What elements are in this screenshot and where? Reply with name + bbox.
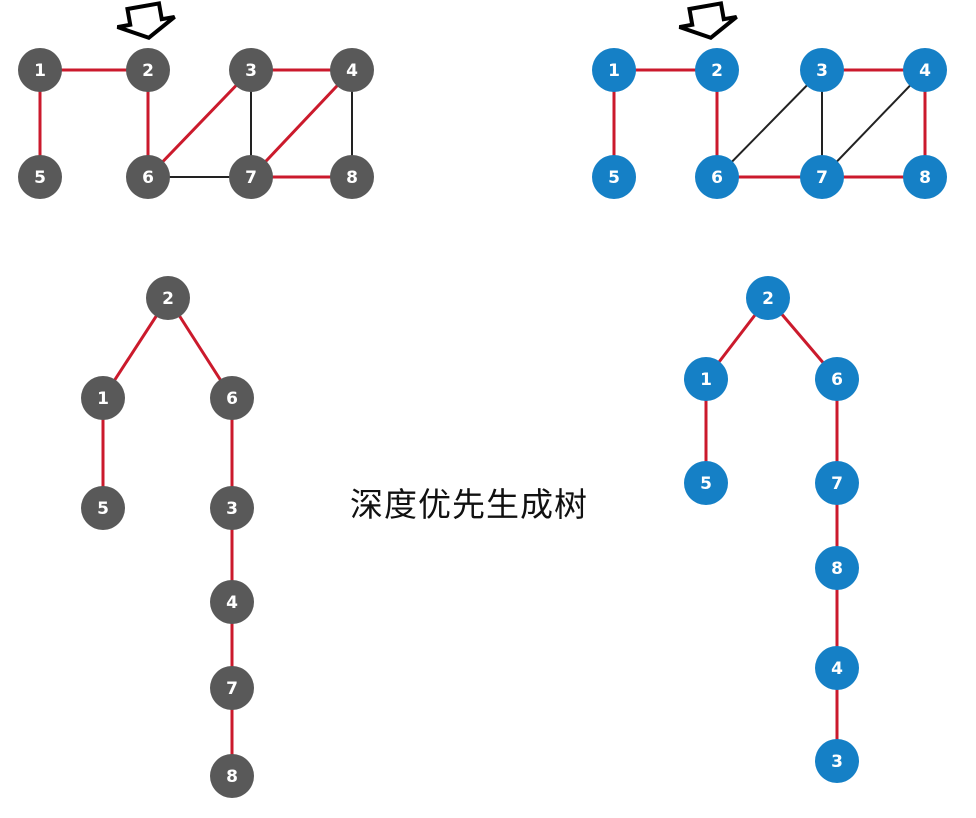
original-graph-gray-node-label-1: 1 <box>34 61 46 81</box>
dfs-tree-blue-node-label-3: 3 <box>831 752 843 772</box>
dfs-tree-blue-node-8 <box>815 546 859 590</box>
figure-title: 深度优先生成树 <box>350 485 588 524</box>
original-graph-gray: 1 2 3 4 5 6 7 8 <box>18 48 374 199</box>
dfs-tree-blue-node-label-6: 6 <box>831 370 843 390</box>
original-graph-blue-node-4 <box>903 48 947 92</box>
dfs-tree-blue-node-3 <box>815 739 859 783</box>
dfs-tree-gray-node-label-5: 5 <box>97 499 109 519</box>
dfs-tree-blue-node-5 <box>684 461 728 505</box>
dfs-tree-gray-node-5 <box>81 486 125 530</box>
dfs-tree-blue-node-7 <box>815 461 859 505</box>
dfs-tree-gray-node-6 <box>210 376 254 420</box>
dfs-tree-gray-node-2 <box>146 276 190 320</box>
dfs-tree-blue-node-2 <box>746 276 790 320</box>
original-graph-gray-node-label-7: 7 <box>245 168 257 188</box>
original-graph-gray-node-8 <box>330 155 374 199</box>
original-graph-blue-edge-3-6 <box>716 69 823 178</box>
original-graph-blue-node-label-3: 3 <box>816 61 828 81</box>
original-graph-gray-node-7 <box>229 155 273 199</box>
start-node-arrow-left <box>116 1 176 41</box>
dfs-tree-blue-node-1 <box>684 357 728 401</box>
dfs-tree-blue-node-label-5: 5 <box>700 474 712 494</box>
original-graph-blue-node-label-4: 4 <box>919 61 931 81</box>
dfs-tree-gray-node-label-6: 6 <box>226 389 238 409</box>
dfs-tree-gray: 2 1 6 5 3 4 7 8 <box>81 276 254 798</box>
dfs-tree-gray-node-label-2: 2 <box>162 289 174 309</box>
dfs-tree-blue-node-4 <box>815 646 859 690</box>
original-graph-gray-node-label-8: 8 <box>346 168 358 188</box>
original-graph-gray-node-label-3: 3 <box>245 61 257 81</box>
original-graph-blue-node-label-5: 5 <box>608 168 620 188</box>
original-graph-blue-node-7 <box>800 155 844 199</box>
dfs-tree-gray-node-7 <box>210 666 254 710</box>
original-graph-gray-node-1 <box>18 48 62 92</box>
dfs-tree-blue-node-label-7: 7 <box>831 474 843 494</box>
original-graph-gray-edge-3-6 <box>146 68 253 179</box>
dfs-tree-gray-node-label-4: 4 <box>226 593 238 613</box>
dfs-tree-gray-node-label-3: 3 <box>226 499 238 519</box>
dfs-tree-gray-node-3 <box>210 486 254 530</box>
original-graph-blue-node-label-1: 1 <box>608 61 620 81</box>
dfs-tree-blue-node-label-4: 4 <box>831 659 843 679</box>
original-graph-blue-node-label-6: 6 <box>711 168 723 188</box>
original-graph-gray-node-2 <box>126 48 170 92</box>
original-graph-gray-node-label-6: 6 <box>142 168 154 188</box>
original-graph-gray-node-label-5: 5 <box>34 168 46 188</box>
original-graph-gray-node-5 <box>18 155 62 199</box>
dfs-tree-gray-node-8 <box>210 754 254 798</box>
original-graph-gray-edge-4-7 <box>249 68 354 179</box>
original-graph-gray-node-6 <box>126 155 170 199</box>
dfs-tree-gray-node-label-1: 1 <box>97 389 109 409</box>
original-graph-blue-node-label-8: 8 <box>919 168 931 188</box>
original-graph-blue: 1 2 3 4 5 6 7 8 <box>592 48 947 199</box>
original-graph-blue-node-3 <box>800 48 844 92</box>
dfs-tree-blue: 2 1 6 5 7 8 4 3 <box>684 276 859 783</box>
original-graph-blue-edge-4-7 <box>821 69 926 178</box>
original-graph-blue-node-5 <box>592 155 636 199</box>
original-graph-blue-node-1 <box>592 48 636 92</box>
dfs-tree-gray-node-4 <box>210 580 254 624</box>
dfs-tree-blue-node-label-8: 8 <box>831 559 843 579</box>
start-node-arrow-right <box>678 1 738 41</box>
original-graph-blue-node-label-7: 7 <box>816 168 828 188</box>
original-graph-gray-node-3 <box>229 48 273 92</box>
original-graph-blue-node-6 <box>695 155 739 199</box>
dfs-tree-blue-node-6 <box>815 357 859 401</box>
original-graph-blue-node-2 <box>695 48 739 92</box>
original-graph-gray-node-label-4: 4 <box>346 61 358 81</box>
dfs-tree-blue-node-label-1: 1 <box>700 370 712 390</box>
original-graph-gray-node-label-2: 2 <box>142 61 154 81</box>
original-graph-gray-node-4 <box>330 48 374 92</box>
dfs-tree-gray-node-label-8: 8 <box>226 767 238 787</box>
original-graph-blue-node-label-2: 2 <box>711 61 723 81</box>
dfs-tree-blue-node-label-2: 2 <box>762 289 774 309</box>
dfs-tree-gray-node-1 <box>81 376 125 420</box>
original-graph-blue-node-8 <box>903 155 947 199</box>
dfs-tree-gray-node-label-7: 7 <box>226 679 238 699</box>
